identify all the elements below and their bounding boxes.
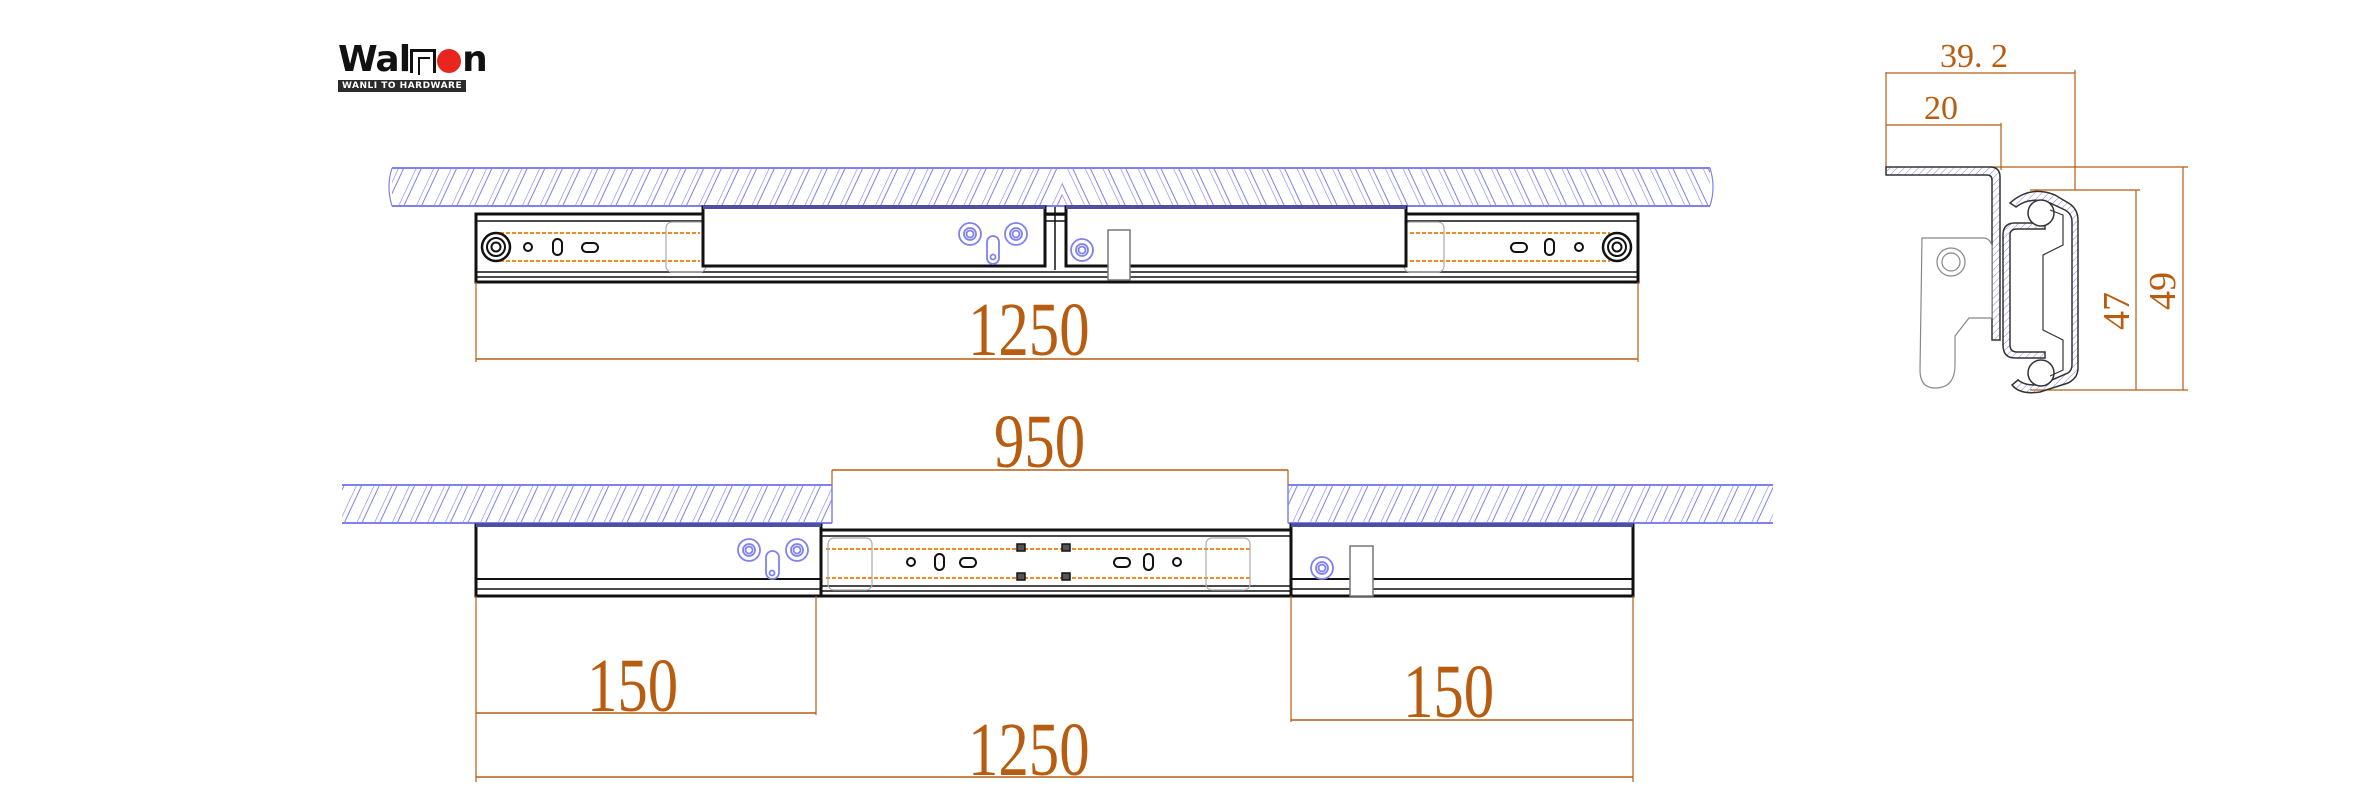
dim-open-length: 1250 bbox=[968, 708, 1090, 792]
dim-section-height-inner: 47 bbox=[2096, 292, 2138, 330]
middle-rail bbox=[816, 528, 1295, 598]
dim-travel: 950 bbox=[994, 400, 1086, 484]
mounting-plate-hatch bbox=[388, 167, 1714, 207]
logo-maze-glyph bbox=[410, 49, 437, 75]
dim-left-overlap: 150 bbox=[587, 644, 679, 728]
mounting-plate-hatch bbox=[342, 484, 1773, 524]
closed-view bbox=[388, 167, 1714, 362]
dim-closed-length: 1250 bbox=[968, 288, 1090, 372]
logo-tagline: WANLI TO HARDWARE bbox=[338, 80, 467, 92]
cross-section bbox=[1885, 70, 2188, 394]
dim-section-width-total: 39. 2 bbox=[1940, 38, 2008, 75]
dim-right-overlap: 150 bbox=[1403, 650, 1495, 734]
inner-members bbox=[701, 205, 1408, 281]
outer-rail bbox=[474, 212, 1640, 284]
dimension-closed-length bbox=[475, 282, 1639, 362]
logo-red-dot bbox=[437, 49, 462, 73]
open-view bbox=[342, 469, 1773, 782]
dim-section-width-flange: 20 bbox=[1924, 90, 1958, 127]
left-outer-rail bbox=[474, 523, 823, 598]
dim-section-height-outer: 49 bbox=[2142, 272, 2184, 310]
right-outer-rail bbox=[1289, 523, 1635, 598]
fastener-nut bbox=[958, 222, 1094, 265]
dimension-lines-open bbox=[475, 469, 1634, 782]
